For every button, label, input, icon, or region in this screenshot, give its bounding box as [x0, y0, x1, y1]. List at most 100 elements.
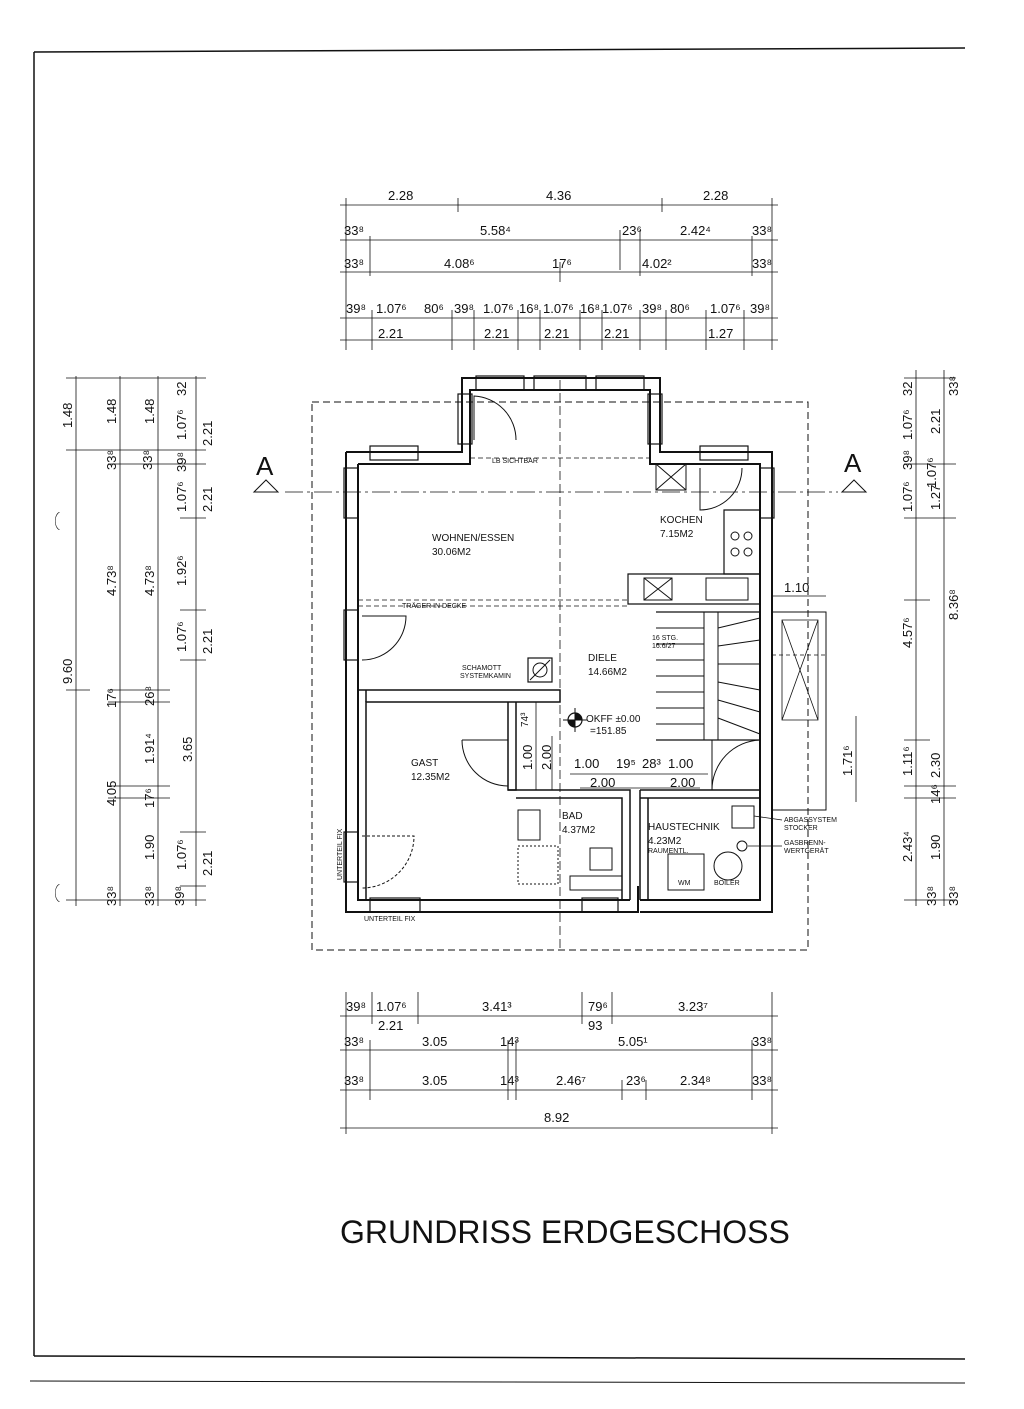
dim-right-c2-1: 2.21	[928, 409, 943, 434]
label-sichtbar: LB SICHTBAR	[492, 458, 538, 465]
dim-top-r4-5: 16⁸	[519, 301, 539, 316]
dim-bot-r2-2: 14³	[500, 1034, 519, 1049]
dim-top-r2-0: 33⁸	[344, 223, 364, 238]
dim-top-r2-4: 33⁸	[752, 223, 772, 238]
dim-left-c3-3: 26⁸	[142, 686, 157, 706]
left-dimension-lines	[66, 376, 206, 906]
dim-bot-r1-4: 3.23⁷	[678, 999, 708, 1014]
right-dimension-lines	[904, 370, 956, 906]
dim-ext-2: 1.71⁶	[840, 745, 855, 776]
dim-top-r4-12: 39⁸	[750, 301, 770, 316]
dim-right-c1-5: 4.57⁶	[900, 617, 915, 648]
dim-left-c4-2: 1.07⁶	[174, 481, 189, 512]
dim-interior-h4: 1.00	[668, 756, 693, 771]
dim-bot-r1b-0: 2.21	[378, 1018, 403, 1033]
dim-interior-h1: 1.00	[574, 756, 599, 771]
top-dimension-lines	[340, 198, 778, 350]
windows	[343, 375, 775, 913]
room-area-wohnen: 30.06M2	[432, 547, 471, 558]
dim-bot-r3-1: 3.05	[422, 1073, 447, 1088]
dim-top-r4-6: 1.07⁶	[543, 301, 574, 316]
dim-left-c5-1: 2.21	[200, 421, 215, 446]
dim-left-c5-3: 2.21	[200, 629, 215, 654]
label-traeger: TRÄGER IN DECKE	[402, 602, 467, 610]
dim-bot-r3-4: 23⁶	[626, 1073, 646, 1088]
dim-left-c2-6: 1.90	[142, 835, 157, 860]
dim-interior-h3: 28³	[642, 756, 661, 771]
dim-bot-r1-2: 3.41³	[482, 999, 512, 1014]
dim-top-r1-2: 2.28	[703, 188, 728, 203]
dim-right-c2-3: 8.36⁸	[946, 589, 961, 620]
staircase	[656, 611, 761, 741]
label-gas-1: GASBRENN-	[784, 840, 826, 847]
label-kamin-1: SCHAMOTT	[462, 665, 502, 672]
dim-interior-h2: 19⁵	[616, 756, 636, 771]
dim-ext-1: 1.10	[784, 580, 809, 595]
label-boiler: BOILER	[714, 880, 740, 887]
label-abgas-1: ABGASSYSTEM	[784, 817, 837, 824]
section-mark-left: A	[256, 451, 274, 481]
dim-top-r3-4: 33⁸	[752, 256, 772, 271]
label-stair-1: 16 STG.	[652, 635, 678, 642]
dim-left-c1-0: 1.48	[60, 403, 75, 428]
dim-left-c2-2: 4.73⁸	[104, 565, 119, 596]
dim-bot-r2-1: 3.05	[422, 1034, 447, 1049]
punch-hole-mark	[55, 884, 60, 902]
dim-top-r4-4: 1.07⁶	[483, 301, 514, 316]
bathroom-fixtures	[517, 809, 623, 891]
dim-left-c4-1: 39⁸	[174, 452, 189, 472]
dim-bot-r2-3: 5.05¹	[618, 1034, 648, 1049]
dim-top-r3-2: 17⁶	[552, 256, 572, 271]
dim-bot-r3-3: 2.46⁷	[556, 1073, 586, 1088]
dim-top-r4-2: 80⁶	[424, 301, 444, 316]
room-name-bad: BAD	[562, 811, 583, 822]
dim-top-r5-0: 2.21	[378, 326, 403, 341]
dim-left-c1-1: 9.60	[60, 659, 75, 684]
dim-top-r3-0: 33⁸	[344, 256, 364, 271]
dim-left-c4-5: 1.07⁶	[174, 839, 189, 870]
dim-top-r4-0: 39⁸	[346, 301, 366, 316]
dim-bot-r3-5: 2.34⁸	[680, 1073, 711, 1088]
interior-dimensions	[535, 595, 857, 802]
sheet-edge-line	[29, 1380, 966, 1384]
dim-top-r5-3: 2.21	[604, 326, 629, 341]
label-raumentl: RAUMENTL.	[648, 848, 689, 855]
dim-right-c2-5: 14⁶	[928, 784, 943, 804]
dim-top-r2-1: 5.58⁴	[480, 223, 511, 238]
door-swings	[361, 395, 761, 889]
dim-right-c1-6: 1.11⁶	[900, 746, 915, 776]
entrance-canopy	[772, 611, 827, 811]
dim-top-r3-3: 4.02²	[642, 256, 672, 271]
dim-right-c2-0: 33⁸	[946, 376, 961, 396]
dim-top-r3-1: 4.08⁶	[444, 256, 475, 271]
dim-top-r5-4: 1.27	[708, 326, 733, 341]
dim-interior-v2: 1.00	[520, 745, 535, 770]
dim-left-c2-4: 1.91⁴	[142, 733, 157, 764]
label-unterteil-fix-2: UNTERTEIL FIX	[364, 916, 416, 923]
dim-left-c3-1: 33⁸	[140, 450, 155, 470]
dim-top-r4-11: 1.07⁶	[710, 301, 741, 316]
room-name-gast: GAST	[411, 758, 438, 769]
dim-right-c1-0: 32	[900, 382, 915, 396]
dim-bot-r3-2: 14³	[500, 1073, 519, 1088]
room-area-gast: 12.35M2	[411, 772, 450, 783]
dim-top-r4-9: 39⁸	[642, 301, 662, 316]
dim-left-c1-2: 4.05	[104, 781, 119, 806]
dim-right-c2-4: 2.30	[928, 753, 943, 778]
label-gas-2: WERTGERÄT	[784, 847, 829, 855]
dim-top-r2-2: 23⁶	[622, 223, 642, 238]
room-area-bad: 4.37M2	[562, 825, 596, 836]
dim-top-r5-1: 2.21	[484, 326, 509, 341]
dim-bot-r4-0: 8.92	[544, 1110, 569, 1125]
dim-interior-h6: 2.00	[670, 775, 695, 790]
bottom-dimension-lines	[340, 992, 778, 1134]
dim-right-c2-7: 33⁸	[946, 886, 961, 906]
dim-left-c3-4: 3.65	[180, 737, 195, 762]
frame-top-line	[33, 47, 966, 53]
dim-top-r1-0: 2.28	[388, 188, 413, 203]
dim-interior-h5: 2.00	[590, 775, 615, 790]
dim-bot-r1b-1: 93	[588, 1018, 602, 1033]
room-name-diele: DIELE	[588, 653, 617, 664]
section-line-a	[252, 479, 868, 493]
dim-top-r2-3: 2.42⁴	[680, 223, 711, 238]
